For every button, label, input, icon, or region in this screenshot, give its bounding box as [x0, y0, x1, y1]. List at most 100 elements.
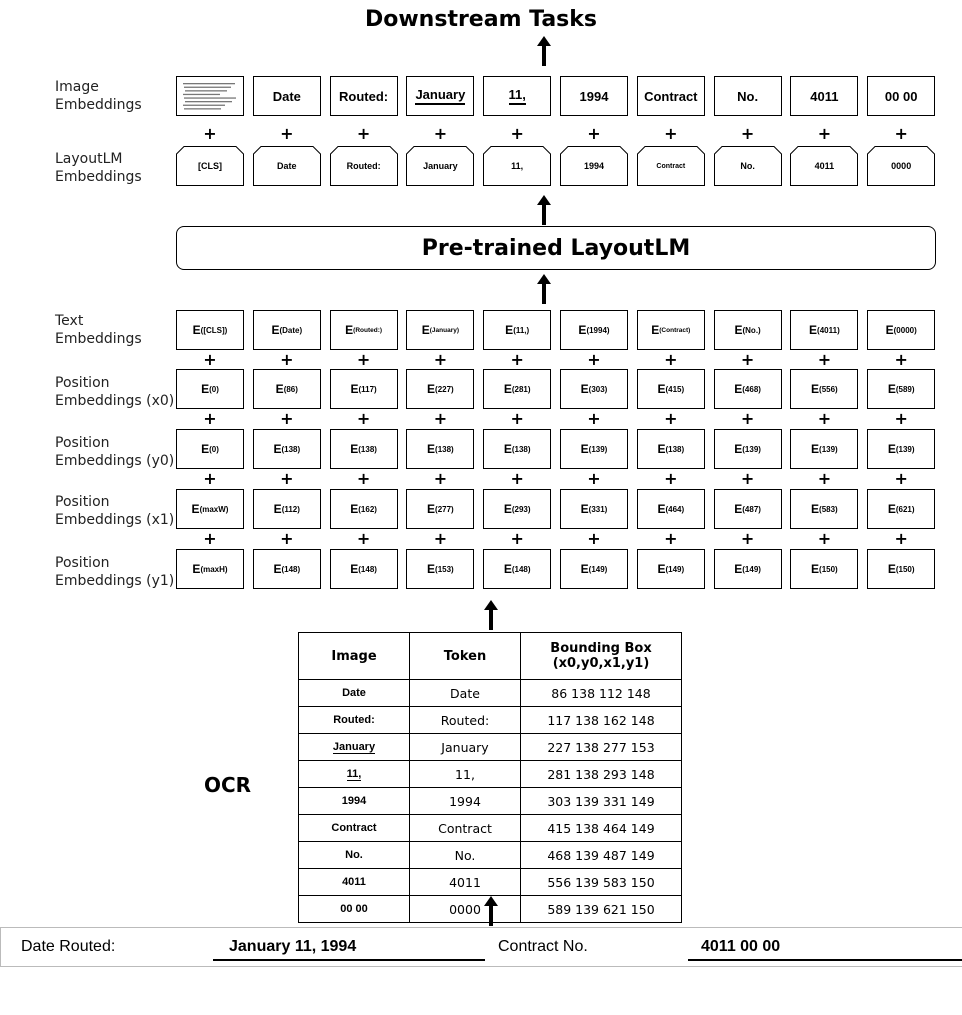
embedding-subscript: (468) — [742, 384, 761, 394]
embedding-symbol: E — [275, 382, 284, 396]
text-embedding-box: E(0000) — [867, 310, 936, 350]
table-header-row: Image Token Bounding Box (x0,y0,x1,y1) — [298, 632, 682, 680]
plus-sign: + — [587, 409, 601, 428]
image-embeddings-label: Image Embeddings — [55, 78, 142, 114]
cell-text: No. — [345, 849, 363, 861]
position-x0-box: E(117) — [329, 369, 398, 409]
table-row: 1994 1994 303 139 331 149 — [298, 787, 682, 815]
position-x1-box: E(293) — [483, 489, 552, 529]
plus-sign: + — [510, 469, 524, 488]
embedding-subscript: (138) — [511, 444, 531, 454]
column-header-image: Image — [298, 632, 410, 680]
plus-sign: + — [817, 350, 832, 369]
position-y0-box: E(139) — [713, 429, 782, 469]
position-y0-box: E(139) — [790, 429, 859, 469]
token-cell: Contract — [409, 814, 521, 842]
layoutlm-embedding-box: Contract — [636, 146, 705, 186]
plus-sign: + — [740, 529, 755, 548]
cell-text: No. — [454, 847, 476, 863]
embedding-subscript: (162) — [358, 504, 377, 514]
embedding-subscript: (303) — [588, 384, 608, 394]
embedding-subscript: ([CLS]) — [200, 325, 228, 335]
token-cell: No. — [409, 841, 521, 869]
image-token-text: Routed: — [339, 88, 389, 104]
layoutlm-token-text: 11, — [511, 161, 524, 171]
embedding-symbol: E — [887, 562, 896, 576]
embedding-symbol: E — [811, 382, 820, 396]
plus-sign: + — [587, 124, 601, 143]
image-token-box: 11, — [483, 76, 552, 116]
position-y1-box: E(148) — [252, 549, 321, 589]
embedding-symbol: E — [427, 382, 436, 396]
embedding-subscript: (138) — [435, 444, 454, 454]
embedding-symbol: E — [734, 323, 743, 337]
embedding-subscript: (153) — [435, 564, 454, 574]
embedding-symbol: E — [271, 323, 280, 337]
embedding-symbol: E — [809, 323, 818, 337]
plus-sign: + — [894, 124, 908, 143]
embedding-symbol: E — [350, 502, 359, 516]
image-token-box: Date — [252, 76, 321, 116]
image-cell: 1994 — [298, 787, 410, 815]
image-cell: January — [298, 733, 410, 761]
document-snippet: Date Routed: January 11, 1994 Contract N… — [0, 927, 962, 967]
embedding-symbol: E — [350, 382, 359, 396]
image-token-box: 4011 — [790, 76, 859, 116]
position-x1-box: E(277) — [406, 489, 475, 529]
plus-sign: + — [894, 409, 908, 428]
embedding-subscript: (589) — [895, 384, 915, 394]
plus-sign: + — [817, 529, 832, 548]
plus-sign: + — [280, 350, 294, 369]
cell-text: 1994 — [341, 795, 367, 807]
embedding-subscript: (464) — [665, 504, 685, 514]
embedding-symbol: E — [201, 442, 210, 456]
contract-number-text: 4011 00 00 — [701, 938, 781, 955]
column-header-bbox: Bounding Box (x0,y0,x1,y1) — [520, 632, 682, 680]
embedding-subscript: (11,) — [513, 325, 530, 335]
cell-text: 556 139 583 150 — [547, 874, 655, 890]
layoutlm-embedding-box: January — [406, 146, 475, 186]
embedding-symbol: E — [273, 502, 282, 516]
embedding-subscript: (149) — [665, 564, 685, 574]
cell-text: Contract — [331, 822, 377, 834]
text-embedding-box: E(January) — [406, 310, 475, 350]
embedding-symbol: E — [503, 502, 512, 516]
plus-sign: + — [817, 469, 832, 488]
text-embedding-box: E(4011) — [790, 310, 859, 350]
embedding-symbol: E — [191, 502, 200, 516]
bbox-header-line: (x0,y0,x1,y1) — [552, 656, 650, 671]
plus-sign: + — [356, 529, 371, 548]
position-y1-box: E(150) — [867, 549, 936, 589]
plus-sign: + — [587, 529, 601, 548]
cell-text: Contract — [438, 820, 492, 836]
position-x0-box: E(468) — [713, 369, 782, 409]
label-line: Image — [55, 79, 99, 95]
cell-text: 303 139 331 149 — [547, 793, 655, 809]
plus-sign: + — [356, 469, 371, 488]
layoutlm-token-text: January — [423, 161, 458, 171]
cell-text: 1994 — [449, 793, 481, 809]
embedding-subscript: (148) — [281, 564, 301, 574]
embedding-subscript: (139) — [895, 444, 915, 454]
text-embeddings-label: Text Embeddings — [55, 312, 142, 348]
label-line: Embeddings — [55, 169, 142, 185]
token-cell: Routed: — [409, 706, 521, 734]
position-y0-box: E(138) — [329, 429, 398, 469]
cell-text: 86 138 112 148 — [551, 685, 651, 701]
position-x1-box: E(464) — [636, 489, 705, 529]
embedding-symbol: E — [421, 323, 430, 337]
cell-text: Date — [450, 685, 480, 701]
underline — [688, 959, 962, 961]
embedding-subscript: (138) — [358, 444, 377, 454]
label-line: Position — [55, 494, 110, 510]
embedding-subscript: (138) — [665, 444, 685, 454]
embedding-subscript: (Routed:) — [353, 326, 383, 334]
layoutlm-embedding-box: [CLS] — [176, 146, 244, 186]
position-x0-box: E(589) — [867, 369, 936, 409]
column-header-token: Token — [409, 632, 521, 680]
layoutlm-embedding-box: Date — [252, 146, 321, 186]
embedding-subscript: (4011) — [817, 325, 840, 335]
embedding-subscript: (No.) — [742, 325, 761, 335]
layoutlm-embedding-box: 0000 — [867, 146, 936, 186]
